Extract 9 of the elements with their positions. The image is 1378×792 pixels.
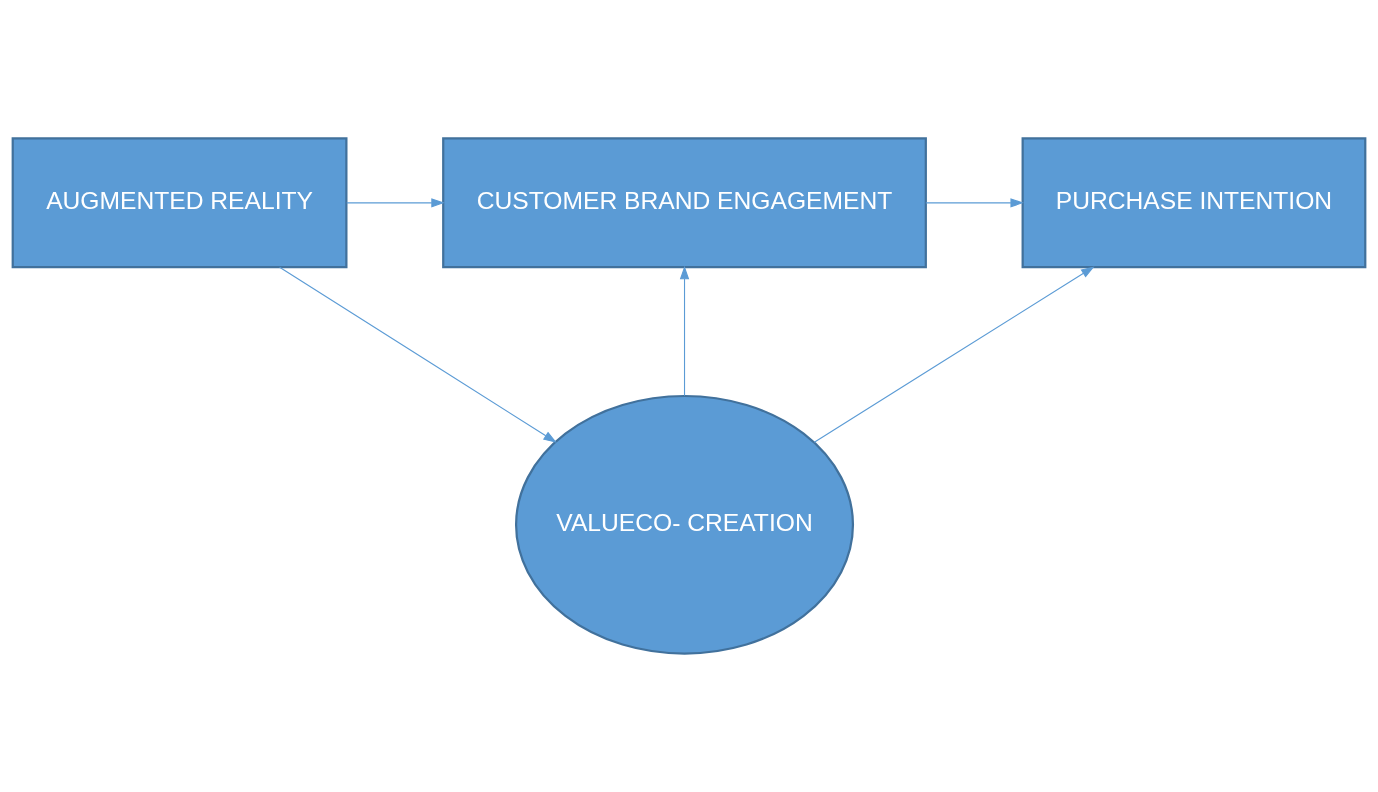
arrow bbox=[813, 266, 1095, 443]
node-box: PURCHASE INTENTION bbox=[1021, 137, 1367, 269]
arrow bbox=[925, 198, 1024, 208]
node-ellipse: VALUECO- CREATION bbox=[514, 394, 855, 655]
node-box: AUGMENTED REALITY bbox=[11, 137, 348, 269]
node-box: CUSTOMER BRAND ENGAGEMENT bbox=[442, 137, 927, 269]
arrow bbox=[346, 198, 445, 208]
arrow bbox=[679, 265, 690, 397]
arrow bbox=[279, 266, 557, 443]
